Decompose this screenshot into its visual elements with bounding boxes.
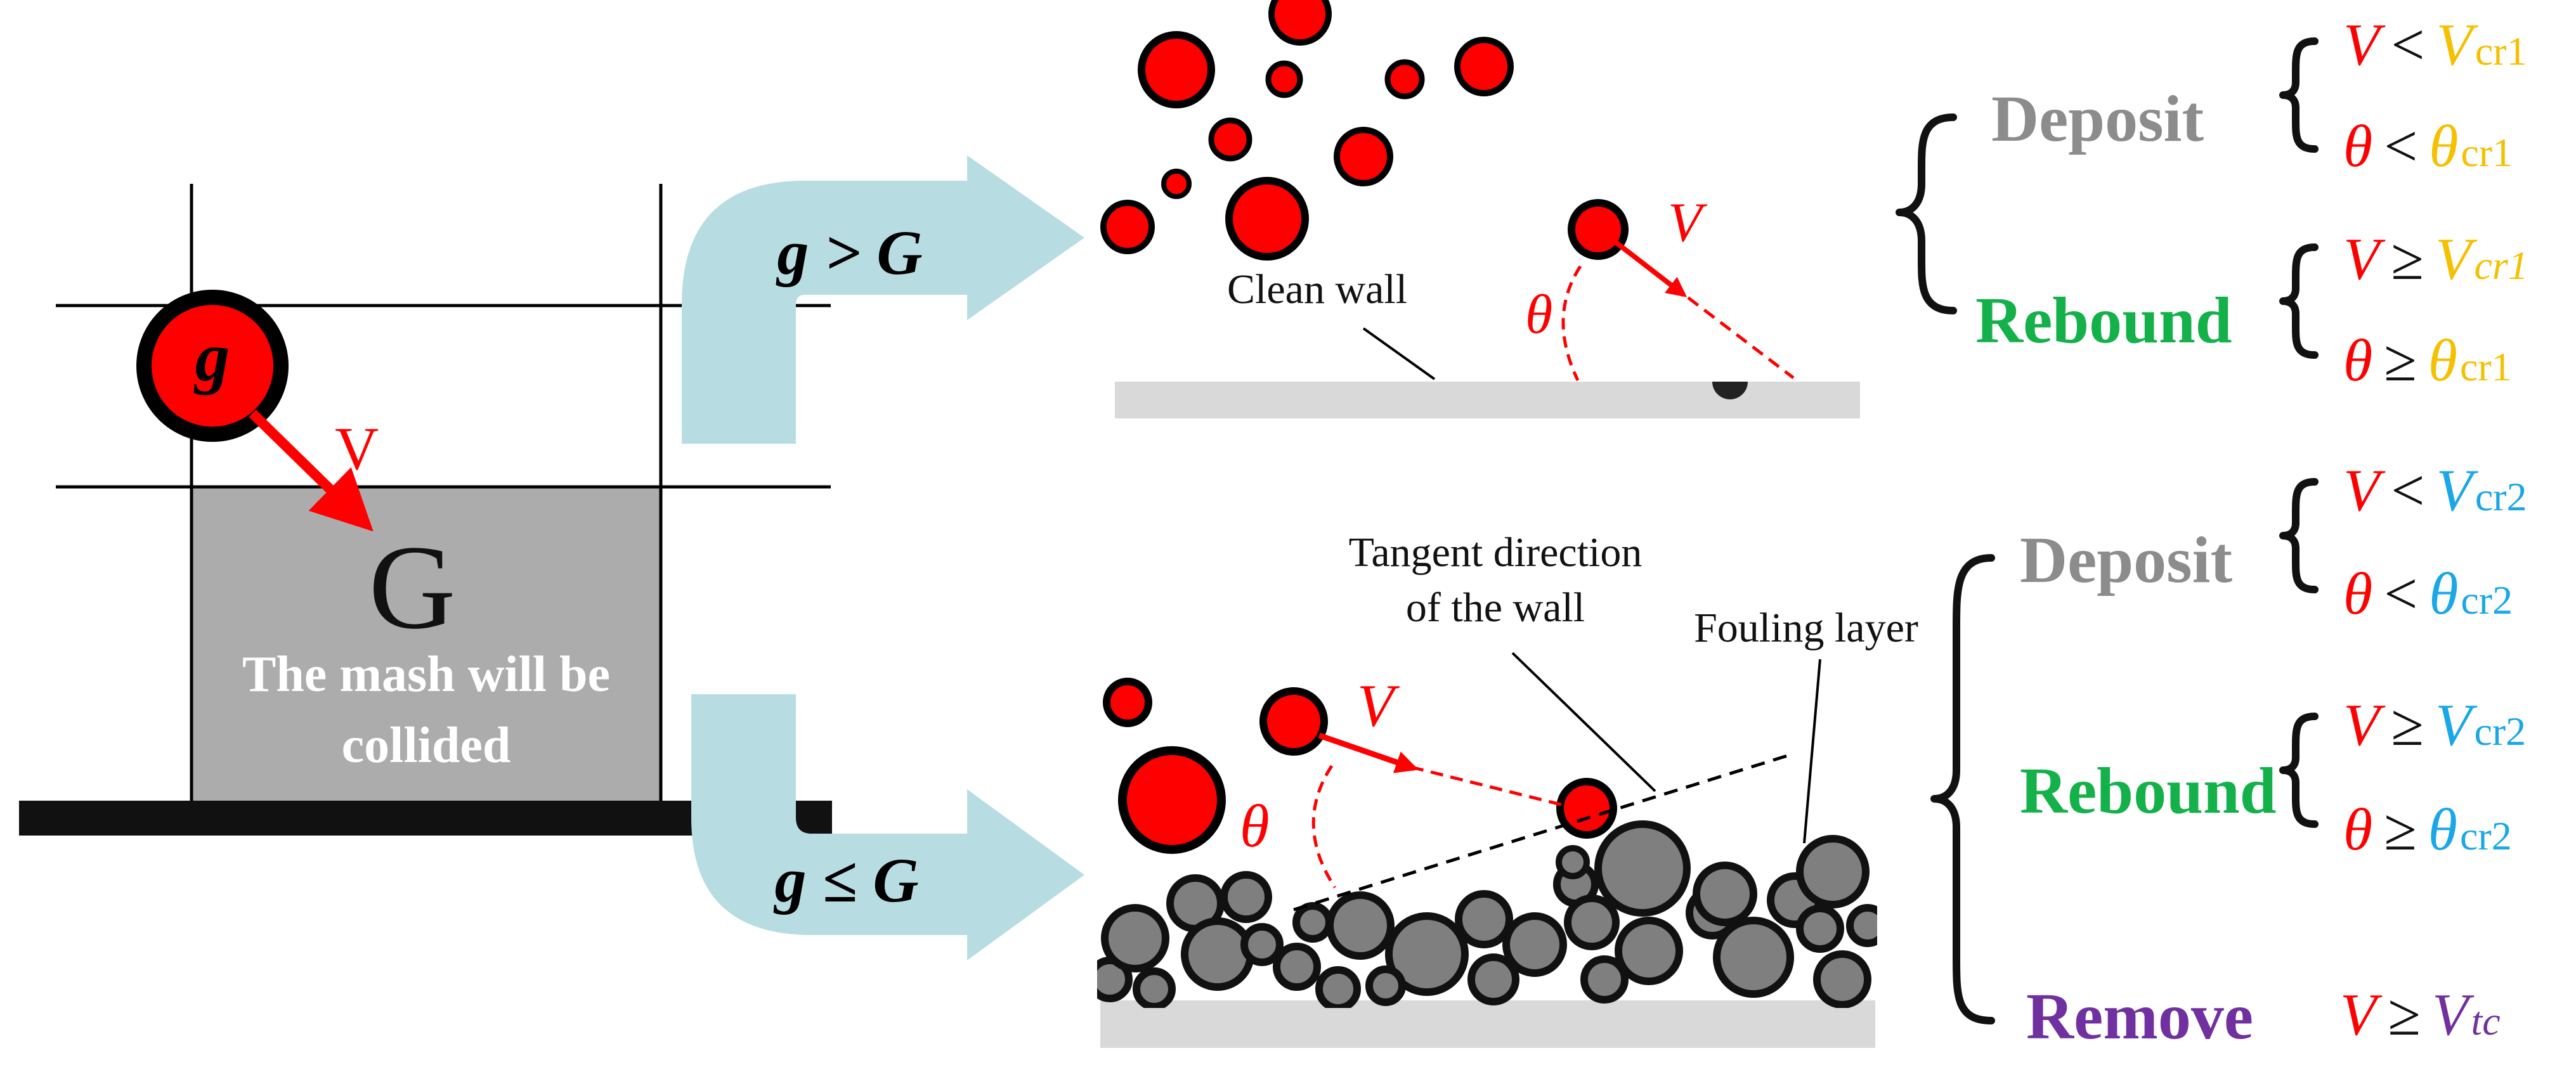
grid-velocity-arrow	[249, 410, 374, 532]
particle-g-label: g	[193, 318, 230, 396]
fouling-layer-particles	[1097, 820, 1877, 1008]
outcomes-lower: Deposit V<Vcr2 θ<θcr2 Rebound V≥Vcr2 θ≥θ…	[2020, 458, 2527, 1053]
tangent-leader	[1511, 652, 1656, 792]
condition-deposit-lower-theta: θ<θcr2	[2343, 561, 2513, 627]
outcome-brace-lower	[1930, 554, 1995, 1024]
condition-rebound-lower-v: V≥Vcr2	[2343, 692, 2526, 758]
tangent-line	[1293, 752, 1792, 912]
outcome-label-deposit-lower: Deposit	[2020, 524, 2232, 597]
condition-deposit-upper-v: V<Vcr1	[2343, 12, 2527, 78]
tangent-label-line1: Tangent direction	[1349, 529, 1643, 576]
cell-label-G: G	[368, 521, 455, 654]
outcome-brace-upper	[1896, 113, 1957, 314]
outcome-braces	[1896, 37, 2319, 1024]
tangent-label-line2: of the wall	[1406, 584, 1585, 631]
cell-caption-line2: collided	[342, 718, 511, 773]
condition-deposit-lower-v: V<Vcr2	[2343, 458, 2527, 524]
incoming-particles-lower	[1103, 678, 1617, 854]
angle-arc-lower	[1311, 765, 1337, 889]
fouling-label: Fouling layer	[1694, 605, 1918, 651]
cell-caption-line1: The mash will be	[242, 647, 610, 702]
condition-deposit-upper-theta: θ<θcr1	[2343, 113, 2513, 179]
angle-label-lower: θ	[1240, 792, 1270, 860]
condition-remove-v: V≥Vtc	[2340, 982, 2501, 1048]
particle-g	[136, 290, 289, 442]
outcome-label-remove: Remove	[2026, 980, 2253, 1053]
grid-velocity-label: V	[335, 415, 379, 482]
outcomes-upper: Deposit V<Vcr1 θ<θcr1 Rebound V≥Vcr1 θ≥θ…	[1975, 12, 2528, 394]
angle-label-upper: θ	[1525, 284, 1552, 345]
lower-flow-arrow: g ≤ G	[691, 694, 1084, 960]
condition-rebound-upper-v: V≥Vcr1	[2343, 226, 2528, 292]
angle-arc-upper	[1561, 265, 1582, 382]
impact-particle-upper	[1568, 199, 1629, 260]
clean-wall-leader	[1362, 327, 1436, 380]
grid-model: g V G The mash will be collided	[19, 184, 832, 836]
upper-flow-arrow: g > G	[682, 155, 1084, 444]
velocity-label-lower: V	[1357, 672, 1400, 739]
incoming-particles-upper	[1100, 0, 1514, 261]
velocity-label-upper: V	[1668, 192, 1708, 254]
outcome-label-rebound-lower: Rebound	[2020, 754, 2277, 827]
fouling-leader	[1803, 659, 1821, 844]
cond-brace-rebound-lower	[2279, 713, 2319, 828]
fouled-wall-scene: V θ Tangent direction of the wall Foulin…	[1097, 529, 1918, 1048]
fouled-wall-base	[1100, 1000, 1875, 1048]
outcome-label-rebound-upper: Rebound	[1975, 284, 2232, 357]
velocity-arrow-lower	[1318, 732, 1419, 773]
clean-wall	[1115, 382, 1860, 418]
lower-condition-label: g ≤ G	[773, 845, 918, 915]
upper-condition-label: g > G	[776, 217, 922, 288]
condition-rebound-upper-theta: θ≥θcr1	[2343, 328, 2512, 394]
cond-brace-deposit-upper	[2279, 37, 2319, 153]
trajectory-upper	[1622, 247, 1795, 379]
cond-brace-deposit-lower	[2279, 478, 2319, 593]
condition-rebound-lower-theta: θ≥θcr2	[2343, 797, 2512, 863]
clean-wall-scene: V θ Clean wall	[1100, 0, 1860, 418]
clean-wall-label: Clean wall	[1227, 266, 1407, 313]
collided-cell	[192, 487, 661, 801]
cond-brace-rebound-upper	[2279, 243, 2319, 359]
outcome-label-deposit-upper: Deposit	[1991, 82, 2204, 155]
trajectory-lower	[1410, 765, 1564, 807]
